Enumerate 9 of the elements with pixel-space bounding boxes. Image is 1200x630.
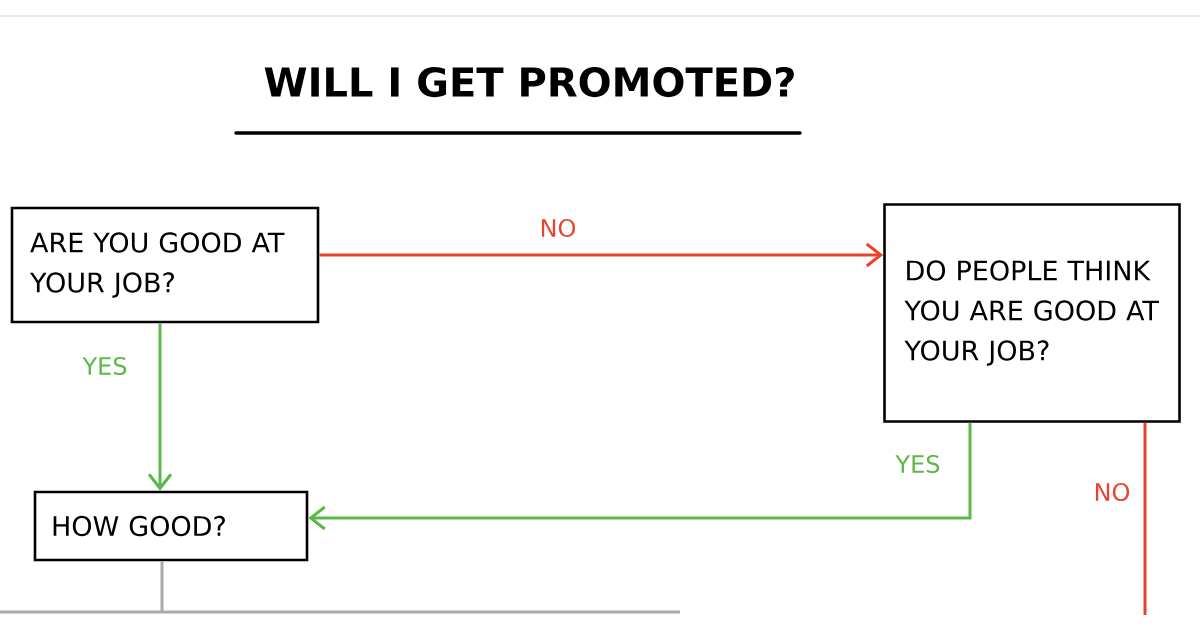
edge-label: YES: [893, 452, 943, 476]
title: WILL I GET PROMOTED?: [264, 66, 794, 98]
arrow: [147, 323, 173, 491]
arrow: [319, 242, 884, 268]
question-box: HOW GOOD?: [33, 490, 309, 562]
arrow: [308, 422, 972, 531]
question-box: DO PEOPLE THINK YOU ARE GOOD AT YOUR JOB?: [883, 203, 1181, 423]
question-box: ARE YOU GOOD AT YOUR JOB?: [10, 206, 320, 324]
edge-label: YES: [80, 354, 130, 378]
